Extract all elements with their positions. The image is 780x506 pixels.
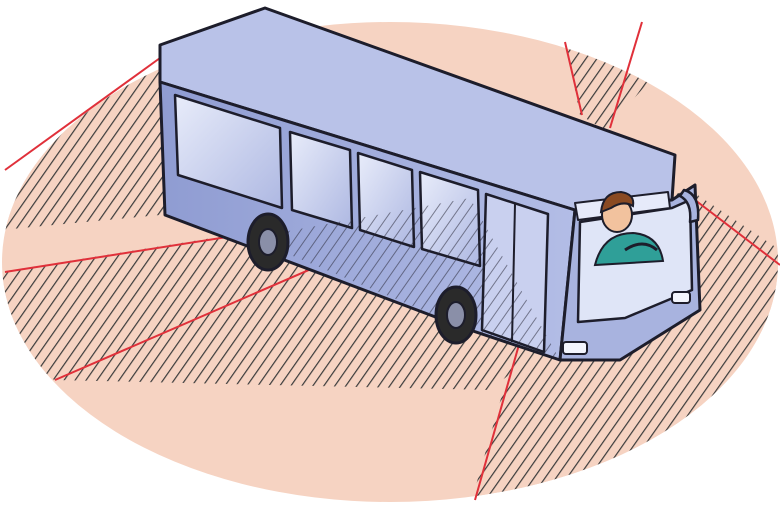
bus-headlight-right [672, 292, 690, 303]
bus-headlight-left [563, 342, 587, 354]
bus-wheel-rear [248, 214, 288, 270]
bus-wheel-front [436, 287, 476, 343]
